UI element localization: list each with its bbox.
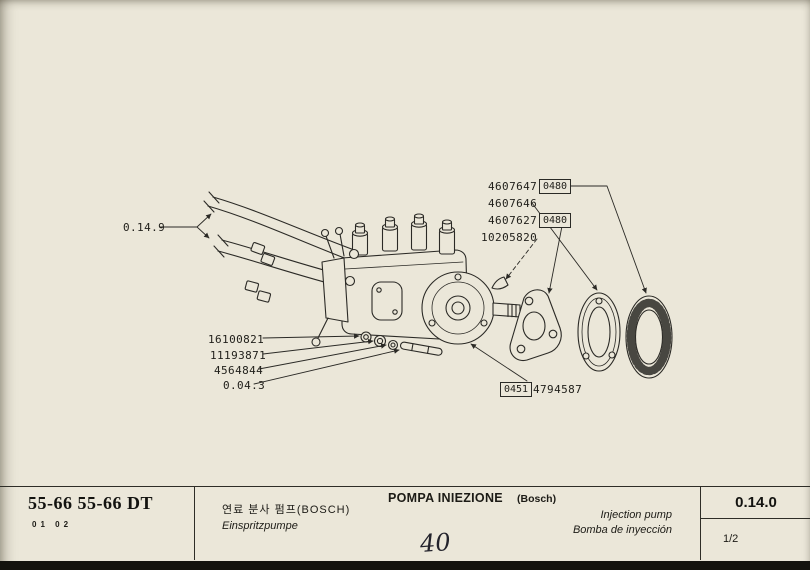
key-wedge — [491, 276, 509, 290]
scan-bottom-bar — [0, 561, 810, 570]
model-names: 55-66 55-66 DT — [28, 493, 153, 513]
callout-washer-2: 4564844 — [214, 364, 264, 377]
stud — [399, 341, 443, 356]
title-italian: POMPA INIEZIONE — [388, 491, 503, 505]
page-indicator: 1/2 — [723, 533, 739, 545]
callout-pump: 4794587 — [533, 383, 583, 396]
badge-0480-b: 0480 — [539, 213, 572, 228]
title-german: Einspritzpumpe — [222, 520, 298, 532]
title-block: 55-66 55-66 DT 01 02 연료 분사 펌프(BOSCH) Ein… — [0, 486, 810, 560]
title-spanish: Bomba de inyección — [572, 524, 672, 536]
callout-key: 10205820 — [481, 231, 538, 244]
title-english: Injection pump — [600, 509, 672, 521]
delivery-valves — [351, 213, 456, 256]
callout-pipes-ref: 0.14.9 — [123, 221, 166, 234]
o-ring-hatched-shape — [625, 295, 673, 379]
callout-gasket: 4607627 — [488, 214, 538, 227]
callout-washer: 11193871 — [210, 349, 267, 362]
model-codes: 01 02 — [32, 520, 73, 529]
title-korean: 연료 분사 펌프(BOSCH) — [222, 504, 351, 516]
callout-nut: 16100821 — [208, 333, 265, 346]
badge-0480-a: 0480 — [539, 179, 572, 194]
handwritten-page-number: 40 — [419, 527, 452, 559]
section-code: 0.14.0 — [701, 487, 810, 519]
drive-flange — [421, 271, 521, 345]
callout-ring-outer: 4607647 — [488, 180, 538, 193]
pump-body — [311, 213, 521, 347]
model-cell: 55-66 55-66 DT 01 02 — [0, 487, 195, 560]
injection-pipes — [203, 191, 358, 303]
gasket-shape — [509, 289, 562, 362]
section-cell: 0.14.0 1/2 — [700, 487, 810, 560]
callout-stud-ref: 0.04.3 — [223, 379, 266, 392]
seal-ring-shape — [577, 292, 621, 372]
title-italian-suffix: (Bosch) — [517, 493, 557, 505]
callout-seal-ring: 4607646 — [488, 197, 538, 210]
badge-0451: 0451 — [500, 382, 533, 397]
